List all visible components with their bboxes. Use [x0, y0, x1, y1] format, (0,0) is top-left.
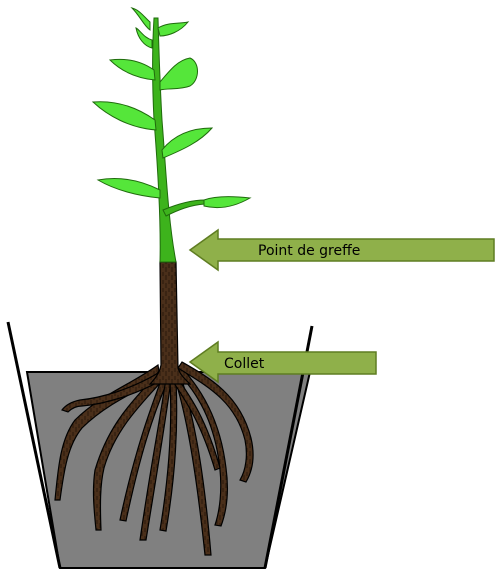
scion-stem-branch [163, 200, 205, 216]
leaf [93, 102, 156, 130]
leaf [158, 22, 188, 36]
leaf [204, 197, 250, 208]
leaf [162, 128, 212, 158]
leaf [160, 58, 198, 90]
scion [93, 8, 250, 262]
leaf [132, 8, 150, 30]
leaf [136, 28, 152, 48]
collar-label: Collet [224, 356, 265, 372]
leaf [98, 178, 160, 198]
graft-point-label: Point de greffe [258, 243, 360, 259]
graft-point-callout: Point de greffe [190, 230, 494, 270]
leaf [110, 59, 155, 80]
